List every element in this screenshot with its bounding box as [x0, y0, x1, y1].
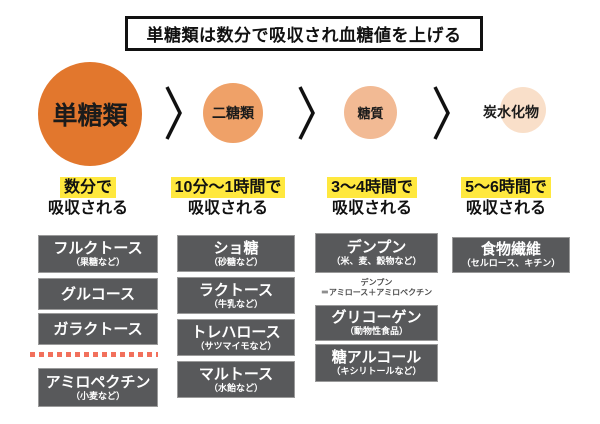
chevron-right-icon	[298, 86, 315, 140]
stage-label-sugar: 糖質	[357, 106, 384, 121]
absorption-time-disaccharide: 10分〜1時間で 吸収される	[160, 177, 296, 219]
time-rest: 吸収される	[331, 200, 412, 217]
stage-circle-sugar	[344, 86, 397, 139]
item-box-glycogen: グリコーゲン （動物性食品）	[315, 305, 438, 341]
item-box-glucose: グルコース	[38, 278, 158, 310]
item-box-fructose: フルクトース （果糖など）	[38, 235, 158, 273]
stage-circle-monosaccharide: 単糖類	[38, 62, 142, 166]
item-box-sucrose: ショ糖 （砂糖など）	[177, 235, 295, 272]
time-rest: 吸収される	[187, 200, 268, 217]
starch-note: デンプン ＝アミロース＋アミロペクチン	[320, 278, 433, 297]
item-box-galactose: ガラクトース	[38, 313, 158, 345]
absorption-time-monosaccharide: 数分で 吸収される	[20, 177, 156, 219]
stage-label-disaccharide: 二糖類	[212, 105, 254, 121]
item-box-lactose: ラクトース （牛乳など）	[177, 277, 295, 314]
time-rest: 吸収される	[465, 200, 546, 217]
time-highlight: 10分〜1時間で	[170, 177, 286, 198]
item-box-amylopectin: アミロペクチン （小麦など）	[38, 368, 158, 407]
page-title: 単糖類は数分で吸収され血糖値を上げる	[146, 26, 462, 45]
title-box: 単糖類は数分で吸収され血糖値を上げる	[125, 16, 483, 51]
stage-label-sugar-wrap: 糖質	[344, 86, 397, 139]
divider-dotted-line	[30, 352, 158, 357]
item-column-carbohydrate: 食物繊維 （セルロース、キチン）	[452, 237, 570, 273]
time-rest: 吸収される	[47, 200, 128, 217]
item-column-sugar: デンプン （米、麦、穀物など） デンプン ＝アミロース＋アミロペクチン グリコー…	[315, 233, 438, 382]
absorption-time-sugar: 3〜4時間で 吸収される	[304, 177, 440, 219]
item-box-sugar-alcohol: 糖アルコール （キシリトールなど）	[315, 344, 438, 382]
time-highlight: 数分で	[59, 177, 116, 198]
item-box-starch: デンプン （米、麦、穀物など）	[315, 233, 438, 273]
item-column-monosaccharide: フルクトース （果糖など） グルコース ガラクトース アミロペクチン （小麦など…	[38, 235, 158, 407]
stage-circle-disaccharide: 二糖類	[203, 83, 263, 143]
chevron-right-icon	[433, 86, 450, 140]
item-box-trehalose: トレハロース （サツマイモなど）	[177, 319, 295, 356]
absorption-time-carbohydrate: 5〜6時間で 吸収される	[438, 177, 574, 219]
time-highlight: 5〜6時間で	[461, 177, 551, 198]
chevron-right-icon	[165, 86, 182, 140]
item-box-dietary-fiber: 食物繊維 （セルロース、キチン）	[452, 237, 570, 273]
stage-circle-carbohydrate	[500, 87, 546, 133]
stage-label-monosaccharide: 単糖類	[52, 102, 128, 130]
item-column-disaccharide: ショ糖 （砂糖など） ラクトース （牛乳など） トレハロース （サツマイモなど）…	[177, 235, 295, 398]
time-highlight: 3〜4時間で	[327, 177, 417, 198]
stage-label-carbohydrate: 炭水化物	[483, 104, 539, 120]
item-box-maltose: マルトース （水飴など）	[177, 361, 295, 398]
